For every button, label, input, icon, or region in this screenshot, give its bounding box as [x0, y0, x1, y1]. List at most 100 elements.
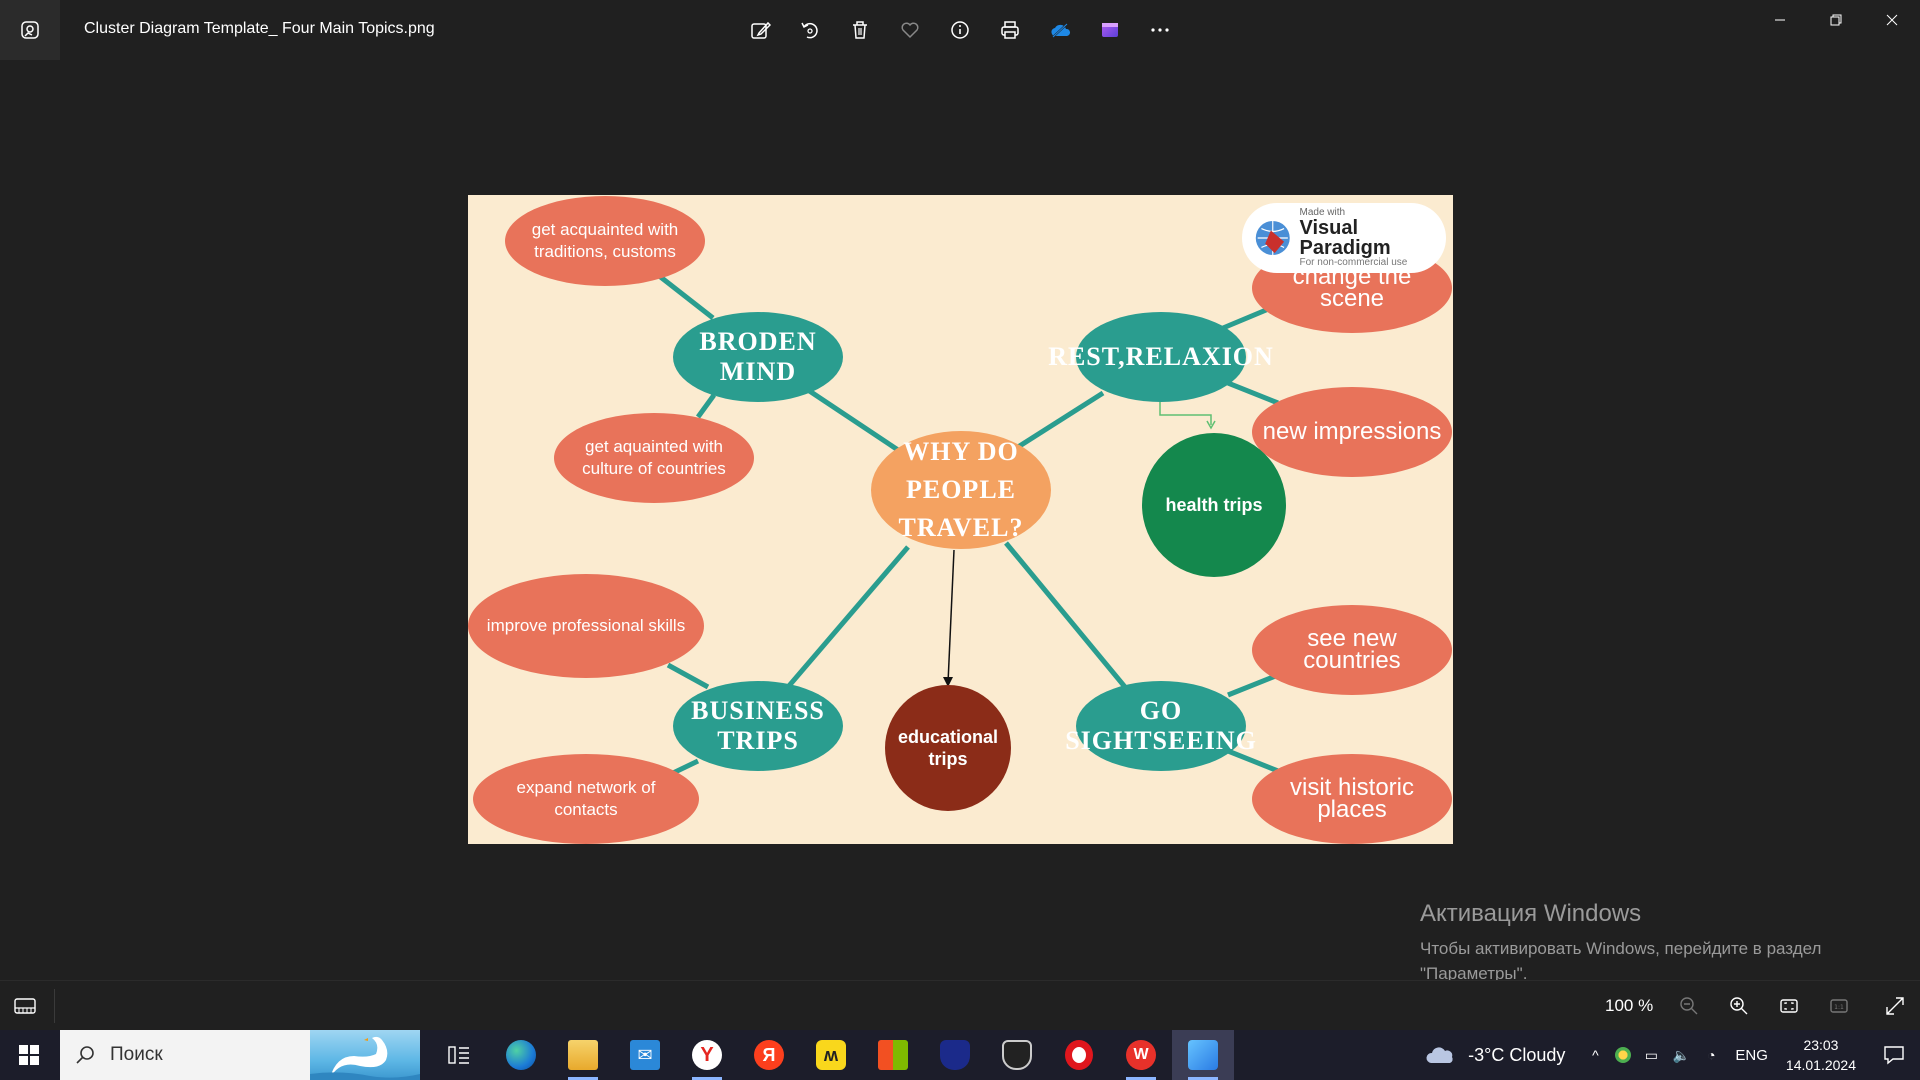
- cloud-icon: [1426, 1047, 1453, 1063]
- displayed-image[interactable]: get acquainted with traditions, customs …: [468, 195, 1453, 844]
- clock-date: 14.01.2024: [1785, 1057, 1856, 1073]
- taskbar-photos[interactable]: [1172, 1030, 1234, 1080]
- wps-office-icon: W: [1126, 1040, 1156, 1070]
- running-indicator: [1126, 1077, 1156, 1080]
- taskbar: Поиск ✉ Y Я ʍ: [0, 1030, 1920, 1080]
- zoom-level: 100 %: [1605, 996, 1654, 1015]
- edit-image-icon: [751, 21, 771, 39]
- filmstrip-icon: [14, 998, 36, 1014]
- weather-text: -3°C Cloudy: [1468, 1044, 1566, 1065]
- close-button[interactable]: [1864, 0, 1920, 40]
- taskbar-store[interactable]: [862, 1030, 924, 1080]
- badge-made-with: Made with: [1299, 207, 1346, 218]
- favorite-button[interactable]: [892, 12, 928, 48]
- delete-button[interactable]: [842, 12, 878, 48]
- zoom-in-icon: [1730, 997, 1748, 1015]
- taskbar-search-box[interactable]: Поиск: [60, 1030, 420, 1080]
- show-hidden-icons-chevron-icon[interactable]: ^: [1592, 1047, 1599, 1063]
- leaf-new-impressions: new impressions: [1252, 387, 1452, 477]
- badge-note: For non-commercial use: [1299, 257, 1408, 268]
- window-title: Cluster Diagram Template_ Four Main Topi…: [84, 20, 435, 37]
- taskbar-edge[interactable]: [490, 1030, 552, 1080]
- taskbar-file-explorer[interactable]: [552, 1030, 614, 1080]
- yandex-icon: Я: [754, 1040, 784, 1070]
- taskbar-yandex-browser[interactable]: Y: [676, 1030, 738, 1080]
- taskbar-shield-app[interactable]: [924, 1030, 986, 1080]
- photos-icon: [21, 21, 39, 39]
- onedrive-button[interactable]: [1042, 12, 1078, 48]
- zoom-out-icon: [1680, 997, 1698, 1015]
- filmstrip-button[interactable]: [10, 993, 40, 1019]
- taskbar-yandex[interactable]: Я: [738, 1030, 800, 1080]
- tray-icons: ^ ▭ 🔈 ◔: [1585, 1045, 1721, 1065]
- print-button[interactable]: [992, 12, 1028, 48]
- restore-button[interactable]: [1808, 0, 1864, 40]
- volume-icon[interactable]: 🔈: [1672, 1046, 1691, 1063]
- status-bar: 100 % 1:1: [0, 980, 1920, 1030]
- actual-size-icon: 1:1: [1830, 999, 1848, 1013]
- minimize-icon: [1775, 19, 1785, 21]
- file-explorer-icon: [568, 1040, 598, 1070]
- running-indicator: [1188, 1077, 1218, 1080]
- more-icon: [1151, 28, 1169, 32]
- center-topic: Why do people travel?: [871, 431, 1051, 549]
- info-button[interactable]: [942, 12, 978, 48]
- topic-go-sightseeing: Go sightseeing: [1065, 681, 1256, 771]
- minimize-button[interactable]: [1752, 0, 1808, 40]
- more-options-button[interactable]: [1142, 12, 1178, 48]
- title-bar: Cluster Diagram Template_ Four Main Topi…: [0, 0, 1920, 60]
- health-trips-node: health trips: [1142, 433, 1286, 577]
- start-button[interactable]: [0, 1030, 58, 1080]
- activation-title: Активация Windows: [1420, 900, 1642, 927]
- badge-brand: Visual Paradigm: [1299, 217, 1391, 259]
- fit-to-window-button[interactable]: [1776, 993, 1802, 1019]
- windows-activation-watermark: Активация Windows Чтобы активировать Win…: [1420, 900, 1880, 986]
- opera-icon: [1065, 1040, 1093, 1070]
- app-icon: ʍ: [816, 1040, 846, 1070]
- restore-icon: [1830, 14, 1842, 26]
- rotate-button[interactable]: [792, 12, 828, 48]
- leaf-historic-places: visit historic places: [1252, 754, 1452, 844]
- taskbar-wps-office[interactable]: W: [1110, 1030, 1172, 1080]
- yandex-browser-icon: Y: [692, 1040, 722, 1070]
- leaf-professional-skills: improve professional skills: [468, 574, 704, 678]
- onedrive-icon: [1051, 23, 1071, 38]
- zoom-in-button[interactable]: [1726, 993, 1752, 1019]
- shield-app-icon: [940, 1040, 970, 1070]
- window-controls: [1752, 0, 1920, 40]
- taskbar-dark-shield-app[interactable]: [986, 1030, 1048, 1080]
- weather-widget[interactable]: -3°C Cloudy: [1426, 1045, 1565, 1066]
- notification-center-button[interactable]: [1874, 1045, 1914, 1065]
- fullscreen-button[interactable]: [1882, 993, 1908, 1019]
- running-indicator: [568, 1077, 598, 1080]
- battery-icon[interactable]: ▭: [1644, 1046, 1659, 1063]
- delete-icon: [853, 21, 867, 39]
- print-icon: [1001, 21, 1019, 39]
- store-icon: [878, 1040, 908, 1070]
- wifi-icon[interactable]: ◔: [1707, 1047, 1716, 1063]
- clipchamp-button[interactable]: [1092, 12, 1128, 48]
- app-tray-colorful-icon[interactable]: [1615, 1047, 1632, 1063]
- visual-paradigm-logo-icon: [1255, 221, 1290, 255]
- photos-app-icon[interactable]: [0, 0, 60, 60]
- edit-image-button[interactable]: [742, 12, 778, 48]
- status-divider: [54, 989, 55, 1023]
- svg-text:1:1: 1:1: [1834, 1004, 1844, 1011]
- taskbar-app-yellow[interactable]: ʍ: [800, 1030, 862, 1080]
- swan-illustration-icon: [310, 1036, 420, 1080]
- taskbar-mail[interactable]: ✉: [614, 1030, 676, 1080]
- activation-text: Чтобы активировать Windows, перейдите в …: [1420, 939, 1822, 983]
- task-view-button[interactable]: [428, 1030, 490, 1080]
- leaf-new-countries: see new countries: [1252, 605, 1452, 695]
- task-view-icon: [448, 1046, 469, 1064]
- clock-time: 23:03: [1803, 1037, 1839, 1053]
- clock[interactable]: 23:03 14.01.2024: [1786, 1035, 1856, 1075]
- actual-size-button[interactable]: 1:1: [1826, 993, 1852, 1019]
- rotate-icon: [801, 22, 818, 39]
- input-language[interactable]: ENG: [1735, 1046, 1768, 1064]
- visual-paradigm-badge: Made with Visual Paradigm For non-commer…: [1242, 203, 1446, 273]
- windows-logo-icon: [19, 1045, 39, 1065]
- close-icon: [1886, 14, 1898, 26]
- taskbar-opera[interactable]: [1048, 1030, 1110, 1080]
- zoom-out-button[interactable]: [1676, 993, 1702, 1019]
